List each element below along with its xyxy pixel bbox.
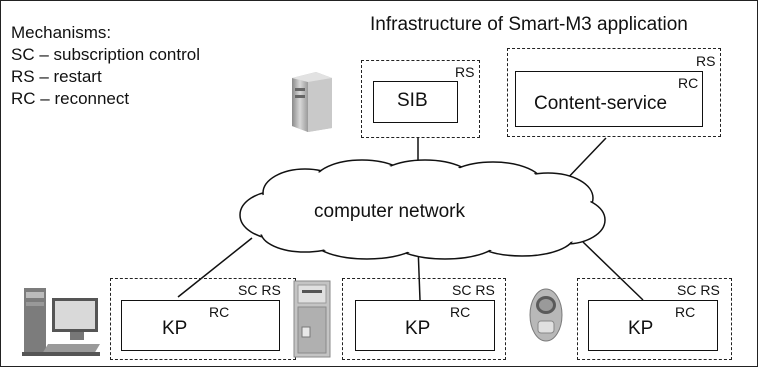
content-service-mechanisms-inner: RC xyxy=(678,75,699,91)
server-cabinet-icon xyxy=(290,277,334,361)
kp-left-label: KP xyxy=(162,318,188,339)
legend-heading: Mechanisms: xyxy=(11,23,112,42)
mobile-phone-icon xyxy=(524,283,568,347)
desktop-computer-icon xyxy=(18,284,104,360)
kp-middle-mechanisms-top: SC RS xyxy=(452,282,495,298)
kp-right-mechanisms-inner: RC xyxy=(675,304,696,320)
sib-label: SIB xyxy=(397,90,428,111)
kp-left-box xyxy=(121,300,280,351)
server-tower-icon xyxy=(286,68,336,134)
kp-right-mechanisms-top: SC RS xyxy=(677,282,720,298)
legend-item-rc: RC – reconnect xyxy=(11,89,130,108)
link-kp-left xyxy=(177,237,253,298)
kp-middle-container xyxy=(342,278,506,360)
sib-box xyxy=(373,81,458,123)
kp-middle-mechanisms-inner: RC xyxy=(450,304,471,320)
kp-right-label: KP xyxy=(628,318,654,339)
sib-mechanisms-top: RS xyxy=(455,64,475,80)
network-label: computer network xyxy=(314,201,466,222)
kp-middle-box xyxy=(355,300,495,351)
legend-item-rs: RS – restart xyxy=(11,67,102,86)
kp-middle-label: KP xyxy=(405,318,431,339)
legend-item-sc: SC – subscription control xyxy=(11,45,200,64)
kp-right-box xyxy=(588,300,718,351)
diagram-title: Infrastructure of Smart-M3 application xyxy=(370,14,688,35)
kp-left-mechanisms-top: SC RS xyxy=(238,282,281,298)
content-service-box xyxy=(515,71,703,127)
kp-right-container xyxy=(577,278,732,360)
kp-left-mechanisms-inner: RC xyxy=(209,304,230,320)
sib-container xyxy=(361,60,480,138)
content-service-container xyxy=(507,48,721,137)
content-service-label: Content-service xyxy=(534,93,668,114)
content-service-mechanisms-top: RS xyxy=(696,53,716,69)
link-kp-right xyxy=(582,241,644,301)
